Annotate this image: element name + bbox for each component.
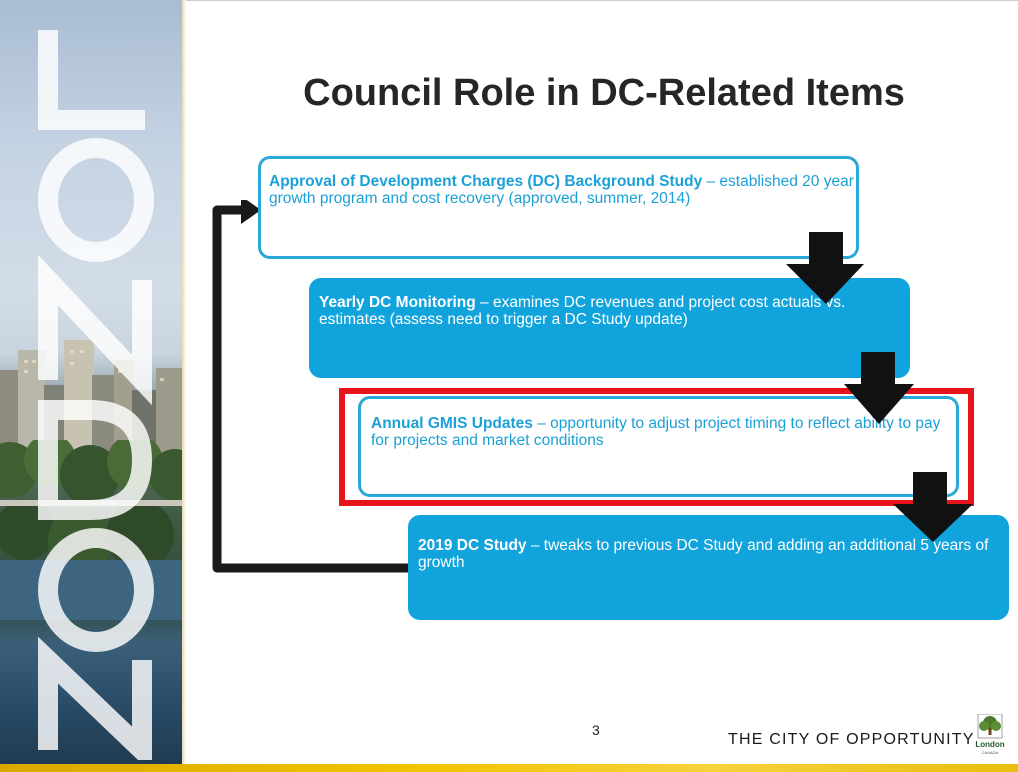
step-text: – established 20 year growth program and… [269,173,854,207]
step-text: – tweaks to previous DC Study and adding… [418,537,989,571]
down-arrow-icon [844,352,914,424]
down-arrow-icon [893,472,973,542]
step-title: Approval of Development Charges (DC) Bac… [269,173,703,190]
logo-subtext: CANADA [982,750,999,755]
tagline: THE CITY OF OPPORTUNITY [728,731,975,748]
step-text: – opportunity to adjust project timing t… [371,415,941,449]
top-rule [182,0,1018,1]
step-title: Yearly DC Monitoring [319,294,476,311]
banner-edge [182,0,186,768]
step-annual-gmis: Annual GMIS Updates – opportunity to adj… [358,396,959,497]
step-text: – examines DC revenues and project cost … [319,294,846,328]
loop-arrow-icon [212,200,410,573]
footer-bar [0,764,1018,772]
step-title: Annual GMIS Updates [371,415,533,432]
step-title: 2019 DC Study [418,537,527,554]
step-dc-study-2019: 2019 DC Study – tweaks to previous DC St… [408,515,1009,620]
slide-title: Council Role in DC-Related Items [303,72,905,114]
london-banner [0,0,182,768]
step-background-study: Approval of Development Charges (DC) Bac… [258,156,859,259]
highlight-frame [339,388,974,506]
tree-logo-icon: London CANADA [975,714,1005,755]
london-lettering [38,30,154,760]
step-yearly-monitoring: Yearly DC Monitoring – examines DC reven… [309,278,910,378]
logo-text: London [975,740,1004,749]
down-arrow-icon [786,232,864,304]
page-number: 3 [592,722,600,738]
